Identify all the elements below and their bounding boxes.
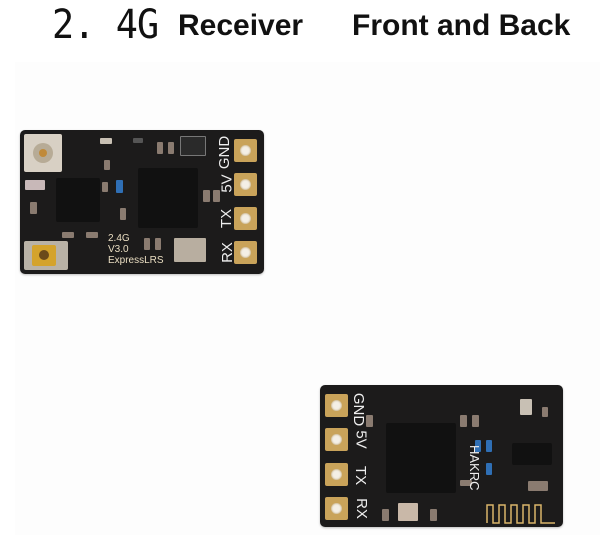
component [157, 142, 163, 154]
mcu-chip [386, 423, 456, 493]
led-component [398, 503, 418, 521]
mcu-chip [138, 168, 198, 228]
silkscreen-brand: ExpressLRS [108, 255, 164, 266]
component [366, 415, 373, 427]
silkscreen-version: V3.0 [108, 244, 129, 255]
5v-label: 5V [352, 430, 370, 449]
led-component [100, 138, 112, 144]
component [430, 509, 437, 521]
component [203, 190, 210, 202]
pcb-antenna-icon [486, 504, 555, 524]
gnd-pad [234, 139, 257, 162]
blue-capacitor [116, 180, 123, 193]
5v-pad [234, 173, 257, 196]
rf-chip [56, 178, 100, 222]
component [460, 415, 467, 427]
component [520, 399, 532, 415]
component [62, 232, 74, 238]
title-frequency: 2. 4G [52, 2, 159, 48]
brand-silkscreen: HAKRC [467, 445, 482, 491]
rx-label: RX [352, 498, 370, 519]
gnd-label: GND [350, 392, 368, 427]
receiver-back-board: GND 5V TX RX HAKRC [320, 385, 563, 527]
silkscreen-frequency: 2.4G [108, 233, 130, 244]
tx-label: TX [352, 465, 370, 486]
component [472, 415, 479, 427]
component [104, 160, 110, 170]
blue-capacitor [486, 440, 492, 452]
regulator-chip [512, 443, 552, 465]
component [25, 180, 45, 190]
component [528, 481, 548, 491]
inductor-component [180, 136, 206, 156]
tx-label: TX [218, 208, 236, 229]
ufl-connector-icon [24, 134, 62, 172]
component [155, 238, 161, 250]
rx-pad [234, 241, 257, 264]
blue-capacitor [486, 463, 492, 475]
5v-pad [325, 428, 348, 451]
crystal-component [174, 238, 206, 262]
component [102, 182, 108, 192]
component [213, 190, 220, 202]
component [144, 238, 150, 250]
rx-label: RX [218, 242, 236, 263]
component [133, 138, 143, 143]
component [30, 202, 37, 214]
component [120, 208, 126, 220]
gnd-pad [325, 394, 348, 417]
5v-label: 5V [218, 174, 236, 193]
component [542, 407, 548, 417]
component [382, 509, 389, 521]
blue-capacitor [475, 440, 481, 452]
receiver-front-board: 2.4G V3.0 ExpressLRS GND 5V TX RX [20, 130, 264, 274]
component [168, 142, 174, 154]
antenna-connector-icon [24, 241, 68, 270]
title-view: Front and Back [352, 9, 571, 42]
gnd-label: GND [216, 135, 234, 170]
rx-pad [325, 497, 348, 520]
tx-pad [325, 463, 348, 486]
component [86, 232, 98, 238]
component [460, 480, 472, 486]
tx-pad [234, 207, 257, 230]
page-title: 2. 4G Receiver Front and Back [0, 0, 600, 50]
title-product: Receiver [178, 9, 304, 42]
